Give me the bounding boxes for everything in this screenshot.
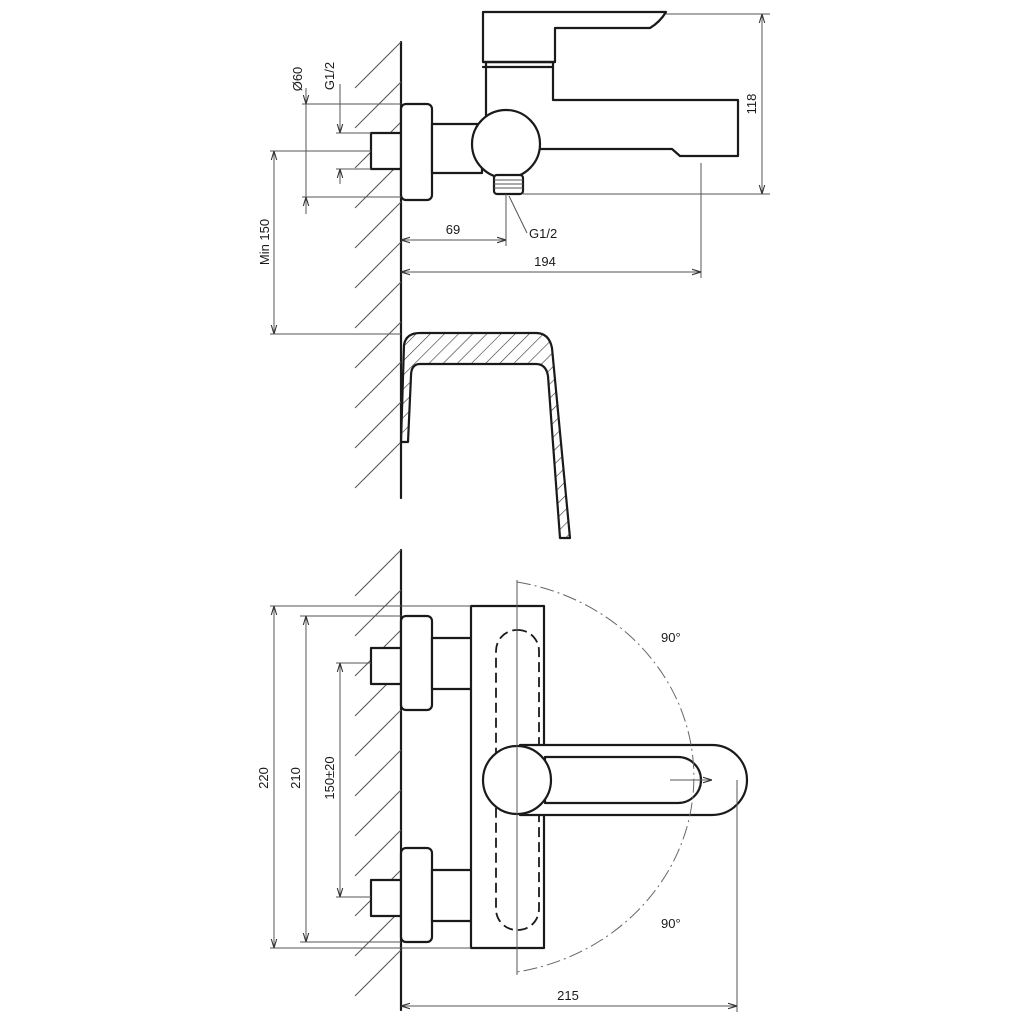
- angle-top-label: 90°: [661, 630, 681, 645]
- dim-g12-bottom-label: G1/2: [529, 226, 557, 241]
- leader-g12: [508, 195, 528, 234]
- dim-194-label: 194: [534, 254, 556, 269]
- rosette-top: [399, 614, 434, 712]
- angle-bottom-label: 90°: [661, 916, 681, 931]
- dim-220-label: 220: [256, 767, 271, 789]
- dim-215-label: 215: [557, 988, 579, 1003]
- dim-ext-lines: [270, 13, 770, 335]
- spout-section: [399, 331, 572, 540]
- spout-section-profile: [399, 331, 572, 540]
- dim-118-label: 118: [744, 94, 759, 115]
- dim-min150-label: Min 150: [257, 219, 272, 265]
- mixer-body: [470, 108, 542, 180]
- dim-150-label: 150±20: [322, 756, 337, 799]
- inlet-connector: [369, 131, 403, 171]
- side-view: Ø60 G1/2 Min 150 69 G1/2 194 118: [257, 10, 770, 500]
- rotation-arc: [516, 581, 695, 973]
- link-top: [430, 636, 474, 691]
- inlet-connector-bottom: [369, 878, 403, 918]
- inlet-connector-top: [369, 646, 403, 686]
- lever-handle: [481, 10, 668, 64]
- front-ext-lines: [270, 605, 738, 1012]
- dim-g12-top-label: G1/2: [322, 62, 337, 90]
- dim-210-label: 210: [288, 767, 303, 789]
- dim-60-label: Ø60: [290, 67, 305, 92]
- wall-rosette: [399, 102, 434, 202]
- link-bottom: [430, 868, 474, 923]
- dim-69-label: 69: [446, 222, 460, 237]
- rosette-bottom: [399, 846, 434, 944]
- front-view: 90° 90° 220 210 150±20 215: [256, 548, 749, 1012]
- lever-slot: [543, 755, 703, 805]
- wall-hatching-front: [354, 549, 402, 997]
- wall-hatching: [354, 41, 402, 489]
